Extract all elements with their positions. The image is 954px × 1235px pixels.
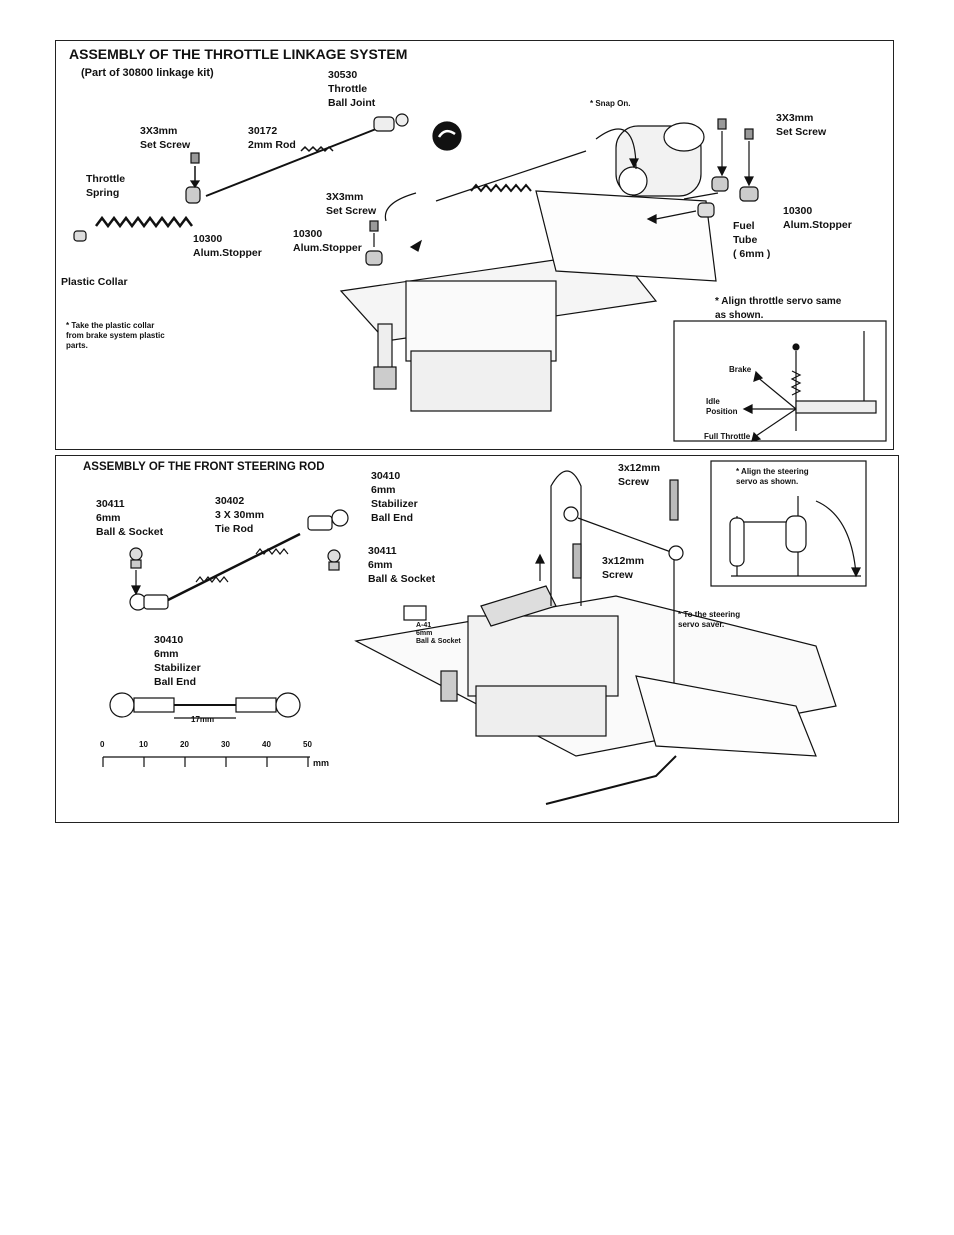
ruler-unit: mm <box>313 758 330 768</box>
small-part-label: A-41 6mm Ball & Socket <box>416 622 461 645</box>
ball-end-label-b: 30410 6mm Stabilizer Ball End <box>371 470 418 524</box>
ruler-tick-30: 30 <box>221 740 230 749</box>
throttle-title: ASSEMBLY OF THE THROTTLE LINKAGE SYSTEM <box>69 46 408 62</box>
ball-joint-label: 30530 Throttle Ball Joint <box>328 69 376 109</box>
throttle-subtitle: (Part of 30800 linkage kit) <box>81 67 214 79</box>
ball-socket-label-a: 30411 6mm Ball & Socket <box>96 498 164 538</box>
ruler-tick-50: 50 <box>303 740 312 749</box>
snap-on-note: * Snap On. <box>590 99 631 108</box>
tie-rod-label: 30402 3 X 30mm Tie Rod <box>215 495 265 535</box>
screw-label-a: 3x12mm Screw <box>618 462 661 488</box>
stopper-label-a: 10300 Alum.Stopper <box>193 233 262 259</box>
steering-title: ASSEMBLY OF THE FRONT STEERING ROD <box>83 461 325 473</box>
set-screw-label-b: 3X3mm Set Screw <box>326 191 377 217</box>
align-steering-note: * Align the steering servo as shown. <box>736 467 809 486</box>
steering-illustration <box>102 460 867 805</box>
rod-label: 30172 2mm Rod <box>248 125 296 151</box>
gauge-17mm-label: 17mm <box>191 715 215 724</box>
ruler-tick-20: 20 <box>180 740 189 749</box>
stopper-label-b: 10300 Alum.Stopper <box>293 228 362 254</box>
servo-saver-note: * To the steering servo saver. <box>678 610 741 629</box>
throttle-spring-label: Throttle Spring <box>86 173 126 199</box>
align-servo-note: * Align throttle servo same as shown. <box>715 296 842 321</box>
stopper-label-c: 10300 Alum.Stopper <box>783 205 852 231</box>
fuel-tube-label: Fuel Tube ( 6mm ) <box>733 220 771 260</box>
plastic-collar-label: Plastic Collar <box>61 276 128 288</box>
collar-note: * Take the plastic collar from brake sys… <box>66 321 165 350</box>
ball-socket-label-b: 30411 6mm Ball & Socket <box>368 545 436 585</box>
idle-label: Idle Position <box>706 397 738 416</box>
steering-rod-panel: ASSEMBLY OF THE FRONT STEERING ROD <box>55 455 899 823</box>
full-throttle-label: Full Throttle <box>704 432 751 441</box>
ruler-tick-0: 0 <box>100 740 105 749</box>
ball-end-label-a: 30410 6mm Stabilizer Ball End <box>154 634 201 688</box>
throttle-linkage-panel: ASSEMBLY OF THE THROTTLE LINKAGE SYSTEM … <box>55 40 894 450</box>
throttle-illustration <box>73 113 887 442</box>
brake-label: Brake <box>729 365 752 374</box>
set-screw-label-a: 3X3mm Set Screw <box>140 125 191 151</box>
screw-label-b: 3x12mm Screw <box>602 555 645 581</box>
ruler-tick-10: 10 <box>139 740 148 749</box>
set-screw-label-c: 3X3mm Set Screw <box>776 112 827 138</box>
ruler-tick-40: 40 <box>262 740 271 749</box>
